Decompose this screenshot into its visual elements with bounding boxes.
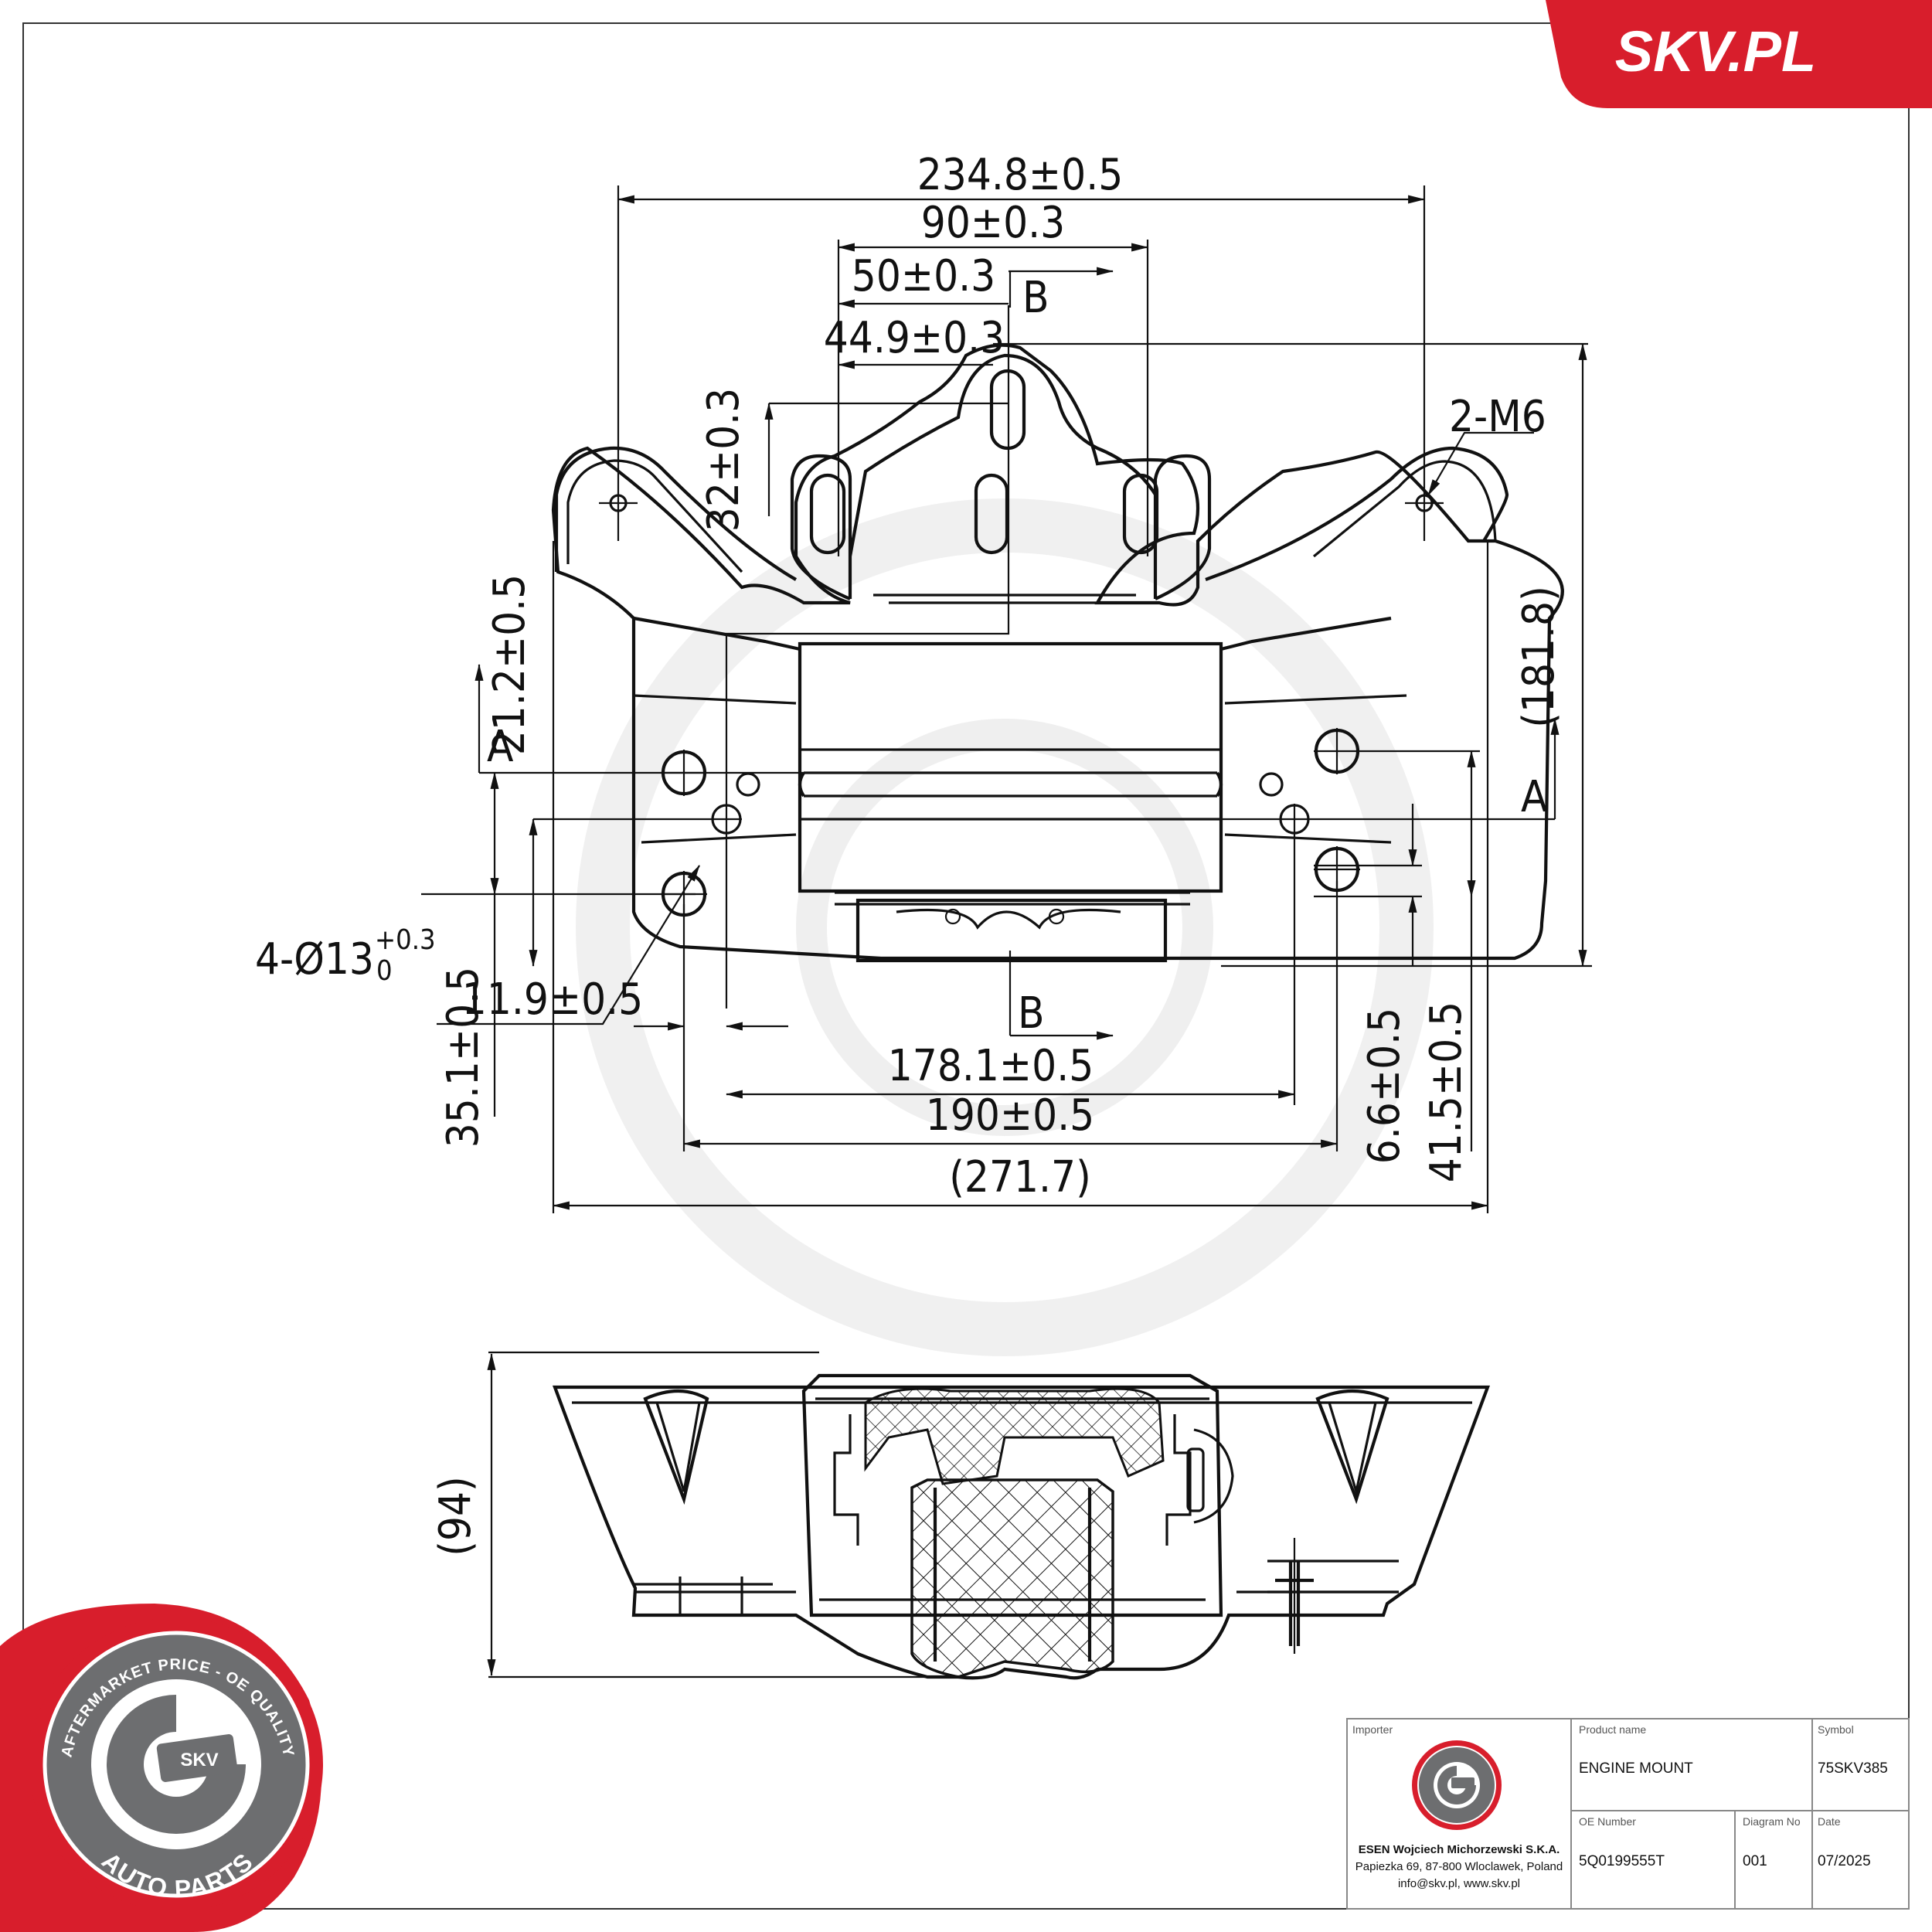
upper-tower	[790, 353, 1212, 600]
symbol-label: Symbol	[1818, 1723, 1854, 1736]
brand-badge	[1546, 0, 1932, 108]
drawing-frame	[22, 22, 1910, 1910]
dim-height-41-5: 41.5±0.5	[1421, 1002, 1471, 1182]
dim-section-a-left: A	[487, 722, 514, 772]
dim-width-44-9: 44.9±0.3	[824, 313, 1005, 363]
importer-label: Importer	[1352, 1723, 1393, 1736]
side-dimension	[487, 1351, 927, 1679]
dim-height-181-8: (181.8)	[1514, 586, 1564, 728]
bottom-foot	[855, 898, 1168, 963]
importer-address: Papiezka 69, 87-800 Wloclawek, Poland	[1355, 1860, 1563, 1873]
side-fin-right	[1315, 1389, 1389, 1505]
dim-section-a-right: A	[1521, 772, 1548, 822]
date-value: 07/2025	[1818, 1853, 1871, 1869]
dim-section-b-top: B	[1022, 273, 1049, 323]
dim-width-50: 50±0.3	[852, 251, 995, 301]
dim-width-190: 190±0.5	[926, 1090, 1094, 1141]
dimension-lines	[421, 195, 1592, 1213]
date-label: Date	[1818, 1815, 1841, 1828]
top-view	[551, 185, 1564, 1009]
slot-right	[1122, 473, 1159, 555]
brand-corner: SKV.PL	[1546, 0, 1932, 108]
rubber-hatch-upper	[864, 1387, 1165, 1485]
side-view	[552, 1373, 1491, 1680]
dim-holes: 4-Ø13 +0.3 0	[255, 924, 436, 987]
product-name-label: Product name	[1579, 1723, 1646, 1736]
left-ear	[554, 446, 798, 581]
central-body	[798, 641, 1223, 893]
dim-width-271-7: (271.7)	[949, 1152, 1091, 1202]
dim-holes-tol-lower: 0	[376, 955, 393, 987]
dim-section-b-bottom: B	[1018, 988, 1045, 1039]
dim-overall-width: 234.8±0.5	[917, 150, 1124, 200]
right-ear	[1205, 446, 1509, 581]
slot-small	[974, 473, 1009, 555]
dim-height-35-1: 35.1±0.5	[438, 967, 488, 1148]
oe-number: 5Q0199555T	[1579, 1853, 1665, 1869]
rubber-hatch-core	[910, 1478, 1114, 1679]
dim-offset-11-9: 11.9±0.5	[462, 975, 643, 1025]
dim-holes-tol-upper: +0.3	[375, 924, 436, 956]
dim-side-height-94: (94)	[430, 1476, 481, 1556]
importer-name: ESEN Wojciech Michorzewski S.K.A.	[1359, 1843, 1560, 1856]
dim-width-178-1: 178.1±0.5	[888, 1041, 1094, 1091]
diagram-no-label: Diagram No	[1743, 1815, 1801, 1828]
dim-holes-prefix: 4-Ø13	[255, 934, 374, 985]
dim-width-90: 90±0.3	[921, 198, 1065, 248]
skv-seal: SKV AFTERMARKET PRICE - OE QUALITY AUTO …	[0, 1604, 323, 1932]
brand-logo-text: SKV.PL	[1615, 19, 1816, 83]
dim-thread-m6: 2-M6	[1449, 392, 1546, 442]
seal-center-text: SKV	[180, 1750, 218, 1770]
dim-height-32: 32±0.3	[699, 388, 749, 532]
rubber-section	[801, 1373, 1223, 1617]
importer-contact: info@skv.pl, www.skv.pl	[1398, 1877, 1520, 1890]
bracket-outline	[551, 343, 1564, 961]
dim-height-6-6: 6.6±0.5	[1359, 1008, 1410, 1164]
symbol-value: 75SKV385	[1818, 1760, 1888, 1777]
side-fin-left	[643, 1389, 709, 1505]
importer-logo	[1412, 1740, 1502, 1830]
watermark	[576, 498, 1434, 1356]
title-block: Importer ESEN Wojciech Michorzewski S.K.…	[1346, 1718, 1910, 1910]
product-name: ENGINE MOUNT	[1579, 1760, 1693, 1777]
diagram-no: 001	[1743, 1853, 1767, 1869]
side-outline	[552, 1385, 1491, 1680]
dim-height-21-2: 21.2±0.5	[485, 574, 535, 755]
slot-left	[809, 473, 846, 555]
oe-number-label: OE Number	[1579, 1815, 1636, 1828]
